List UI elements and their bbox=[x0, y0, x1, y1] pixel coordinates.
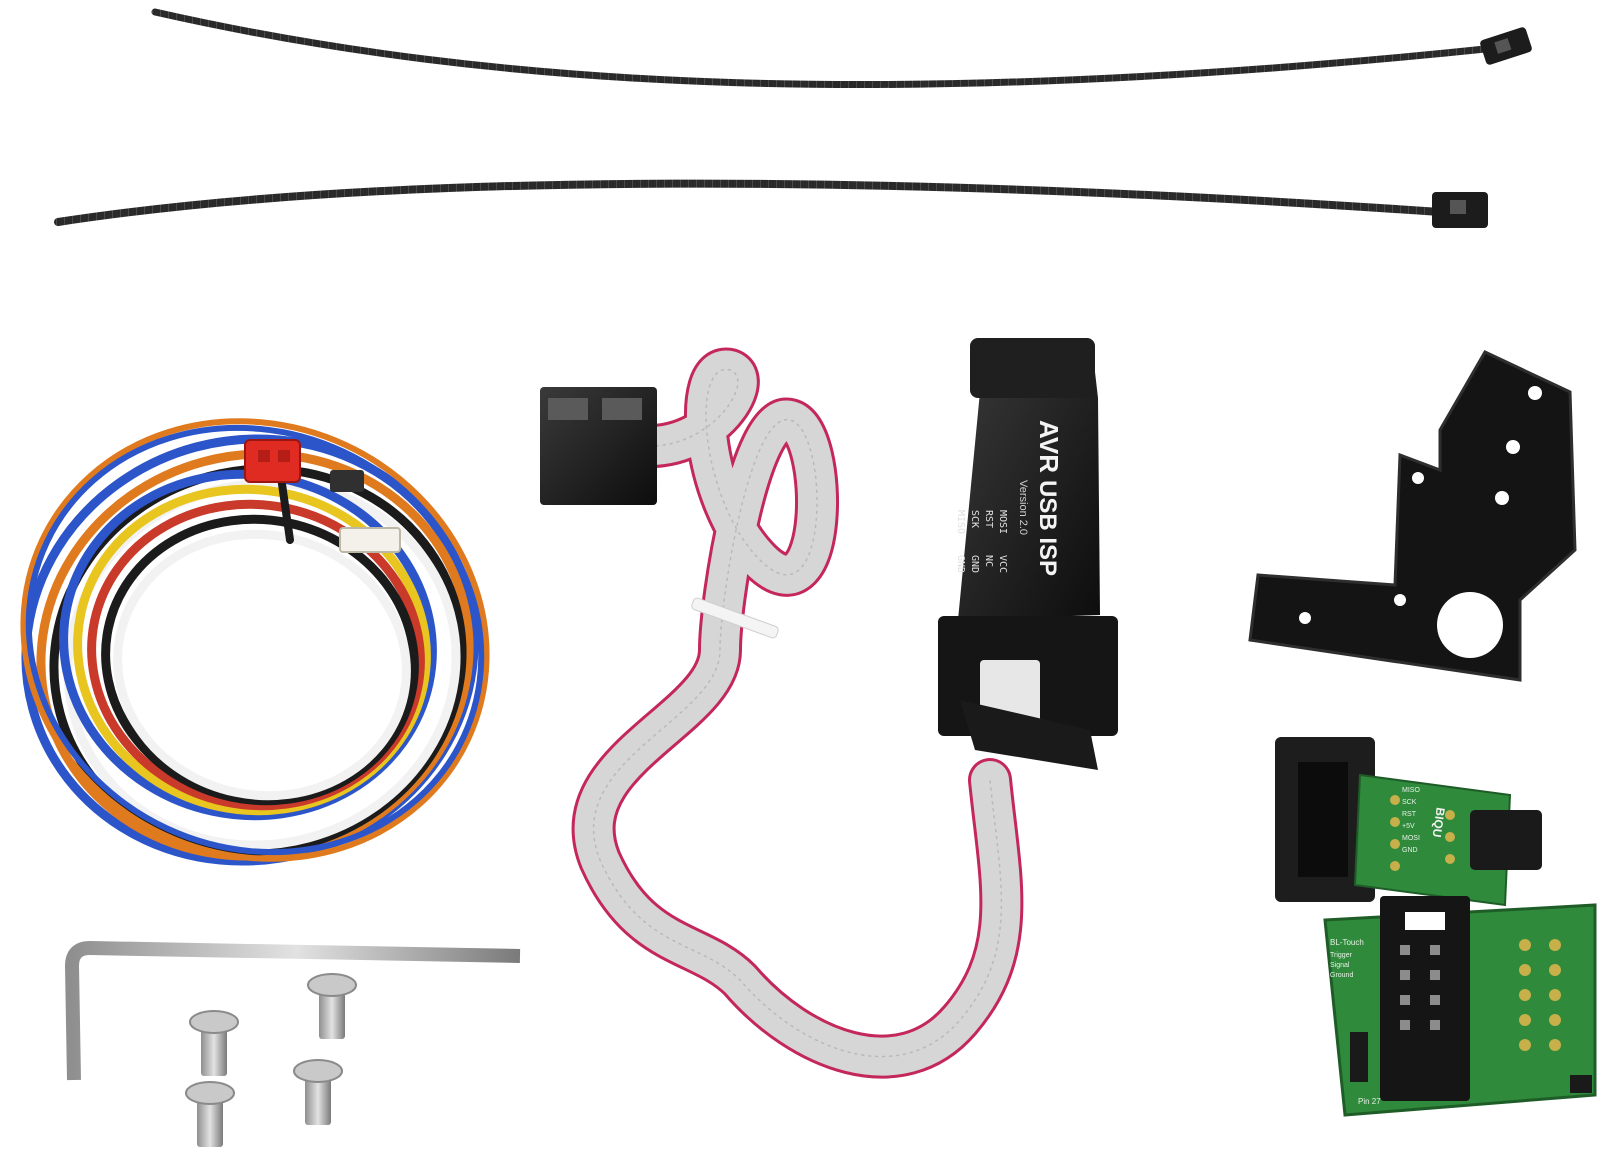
cable-tie-2 bbox=[54, 179, 1488, 228]
programmer-pin-label: VCC bbox=[997, 555, 1008, 573]
programmer-pin-label: MISO bbox=[955, 510, 966, 534]
adapter-pin-label: GND bbox=[1402, 847, 1418, 854]
programmer-pin-label: MOSI bbox=[997, 510, 1008, 534]
adapter-board: BIQU MISO SCK RST +5V MOSI GND bbox=[1275, 737, 1542, 907]
programmer-pin-label: GND bbox=[969, 555, 980, 573]
screw-4 bbox=[293, 1059, 343, 1125]
mounting-bracket bbox=[1248, 350, 1577, 682]
programmer-label: USB ISP bbox=[1034, 480, 1061, 576]
programmer-pin-label: GND bbox=[955, 555, 966, 573]
sensor-board-line: Ground bbox=[1330, 972, 1353, 979]
sensor-board-footer: Pin 27 bbox=[1358, 1097, 1381, 1106]
programmer-pin-label: RST bbox=[983, 510, 994, 528]
cable-tie-1 bbox=[151, 8, 1532, 89]
screw-3 bbox=[185, 1081, 235, 1147]
usb-isp-programmer: AVR USB ISP Version 2.0 MOSI RST SCK MIS… bbox=[938, 338, 1118, 770]
programmer-version: Version 2.0 bbox=[1017, 480, 1029, 535]
wire-bundle bbox=[20, 418, 490, 866]
screw-1 bbox=[189, 1010, 239, 1076]
adapter-pin-label: SCK bbox=[1402, 799, 1417, 806]
sensor-board-line: Signal bbox=[1330, 962, 1350, 969]
hex-key bbox=[65, 941, 521, 1081]
adapter-pin-label: +5V bbox=[1402, 823, 1415, 830]
adapter-pin-label: RST bbox=[1402, 811, 1417, 818]
ribbon-cable bbox=[540, 347, 1024, 1079]
sensor-board: BL-Touch Trigger Signal Ground Pin 27 bbox=[1323, 896, 1597, 1117]
programmer-brand: AVR bbox=[1034, 420, 1064, 473]
screw-2 bbox=[307, 973, 357, 1039]
sensor-board-line: Trigger bbox=[1330, 952, 1353, 959]
sensor-board-label: BL-Touch bbox=[1330, 938, 1364, 947]
adapter-pin-label: MISO bbox=[1402, 787, 1420, 794]
programmer-pin-label: SCK bbox=[969, 510, 980, 528]
adapter-pin-label: MOSI bbox=[1402, 835, 1420, 842]
programmer-pin-label: NC bbox=[983, 555, 994, 567]
screws bbox=[185, 973, 357, 1147]
adapter-brand: BIQU bbox=[1430, 807, 1448, 839]
